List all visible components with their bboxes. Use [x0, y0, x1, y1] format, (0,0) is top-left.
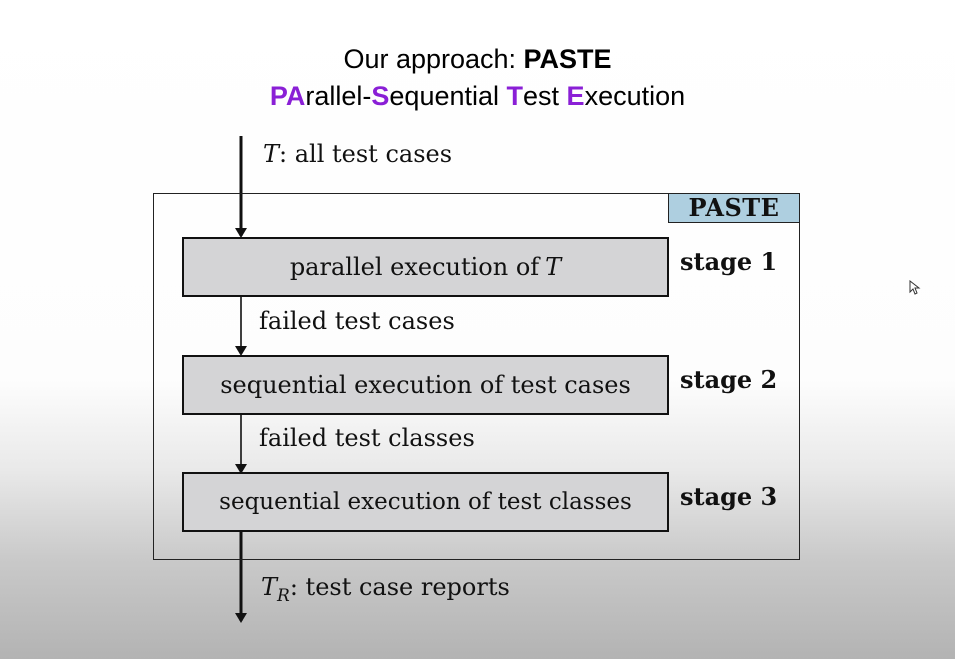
subtitle-part: est — [523, 81, 567, 111]
subtitle-part: xecution — [584, 81, 686, 111]
subtitle-part: equential — [389, 81, 507, 111]
stage-1-box: parallel execution of T — [182, 237, 669, 297]
output-label: TR: test case reports — [261, 573, 510, 606]
subtitle-part: T — [506, 81, 524, 111]
edge-label-failed-test-cases: failed test cases — [259, 307, 455, 335]
subtitle-part: rallel- — [305, 81, 372, 111]
title-prefix: Our approach: — [343, 44, 524, 74]
paste-container — [153, 193, 800, 560]
output-subscript: R — [277, 585, 290, 606]
subtitle-part: E — [566, 81, 585, 111]
input-text: : all test cases — [279, 140, 453, 168]
output-text: : test case reports — [289, 573, 510, 601]
stage-2-label: stage 2 — [680, 365, 778, 394]
output-symbol: T — [261, 573, 278, 601]
stage-2-box: sequential execution of test cases — [182, 355, 669, 415]
input-symbol: T — [263, 140, 280, 168]
stage-1-text: parallel execution of — [289, 253, 540, 281]
stage-3-text: sequential execution of test classes — [219, 489, 632, 515]
paste-tag: PASTE — [668, 193, 800, 223]
slide-subtitle: PArallel-Sequential Test Execution — [0, 81, 955, 112]
stage-1-label: stage 1 — [680, 247, 778, 276]
subtitle-part: PA — [269, 81, 306, 111]
input-label: T: all test cases — [263, 140, 452, 168]
stage-3-box: sequential execution of test classes — [182, 472, 669, 532]
slide-title: Our approach: PASTE — [0, 44, 955, 75]
edge-label-failed-test-classes: failed test classes — [259, 424, 475, 452]
stage-3-label: stage 3 — [680, 482, 778, 511]
stage-2-text: sequential execution of test cases — [220, 371, 631, 399]
mouse-cursor-icon — [909, 280, 921, 295]
stage-1-symbol: T — [545, 253, 562, 281]
title-name: PASTE — [523, 44, 612, 74]
subtitle-part: S — [371, 81, 390, 111]
